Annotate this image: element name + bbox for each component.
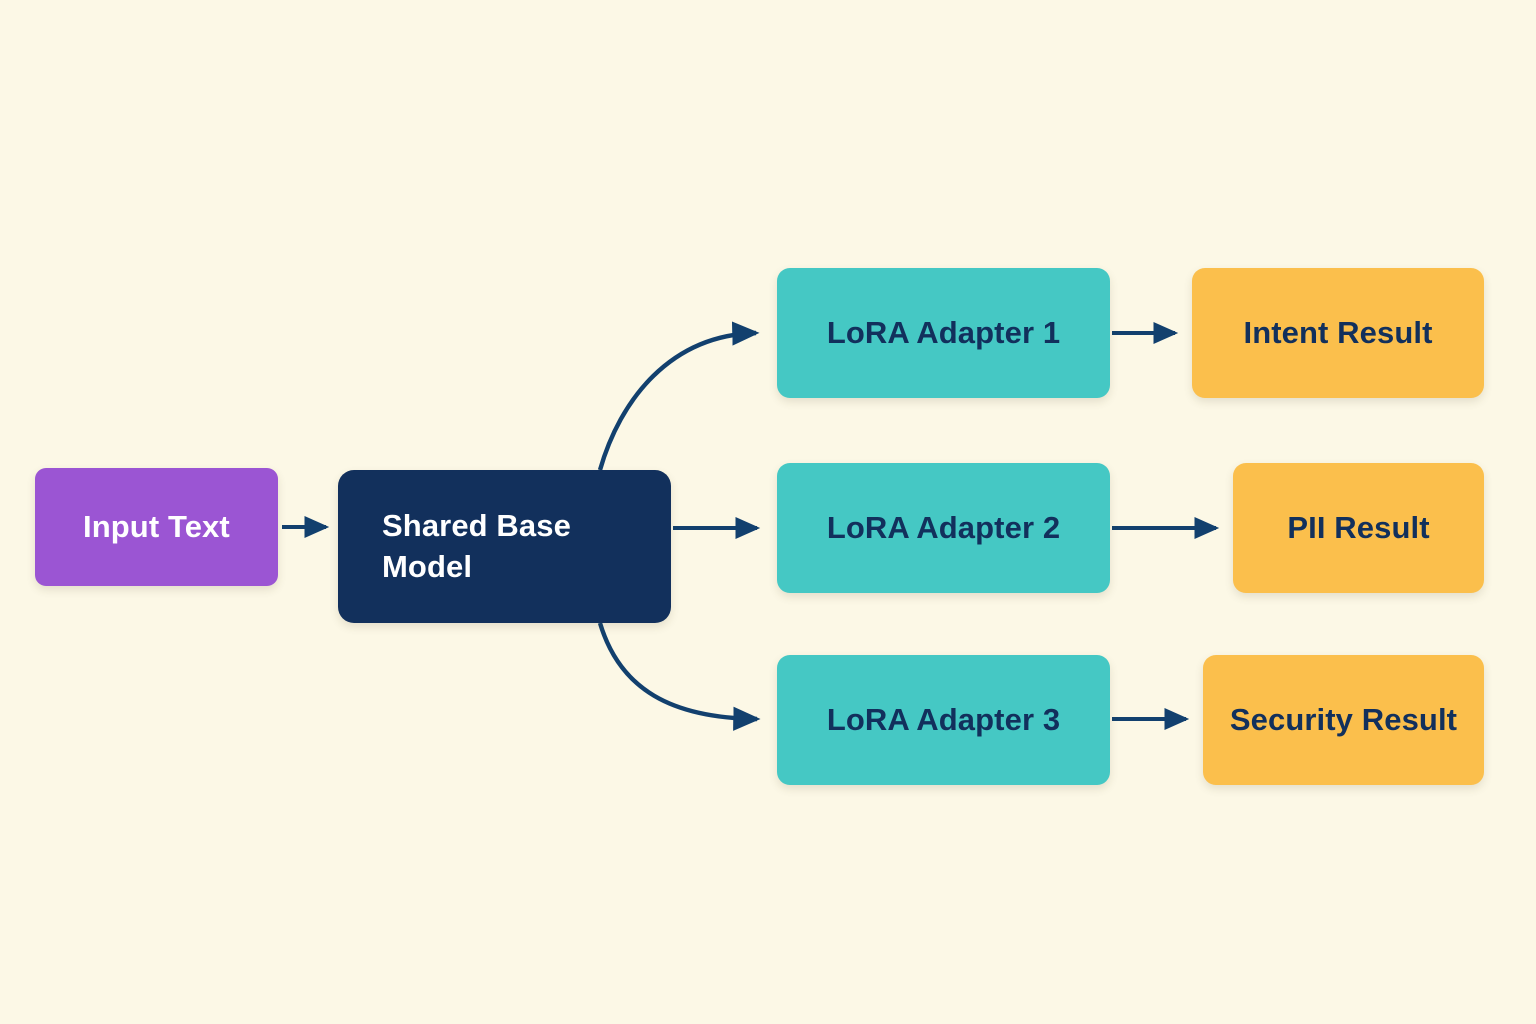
node-label-input-text: Input Text [83,508,230,544]
edge-base-to-adapter-1 [597,321,760,471]
node-input-text[interactable]: Input Text [35,468,278,586]
node-label-lora-adapter-3: LoRA Adapter 3 [826,701,1061,737]
node-pii-result[interactable]: PII Result [1233,463,1484,593]
node-label-security-result: Security Result [1229,701,1458,737]
node-intent-result[interactable]: Intent Result [1192,268,1484,398]
node-lora-adapter-3[interactable]: LoRA Adapter 3 [777,655,1110,785]
node-label-lora-adapter-2: LoRA Adapter 2 [826,509,1061,545]
edge-base-to-adapter-3 [597,622,761,731]
node-lora-adapter-2[interactable]: LoRA Adapter 2 [777,463,1110,593]
node-security-result[interactable]: Security Result [1203,655,1484,785]
node-label-lora-adapter-1: LoRA Adapter 1 [826,314,1061,350]
node-label-intent-result: Intent Result [1243,314,1433,350]
node-lora-adapter-1[interactable]: LoRA Adapter 1 [777,268,1110,398]
node-label-pii-result: PII Result [1287,509,1430,545]
node-label-shared-base-model: Shared Base Model [382,508,571,584]
node-shared-base-model[interactable]: Shared Base Model [338,470,671,623]
